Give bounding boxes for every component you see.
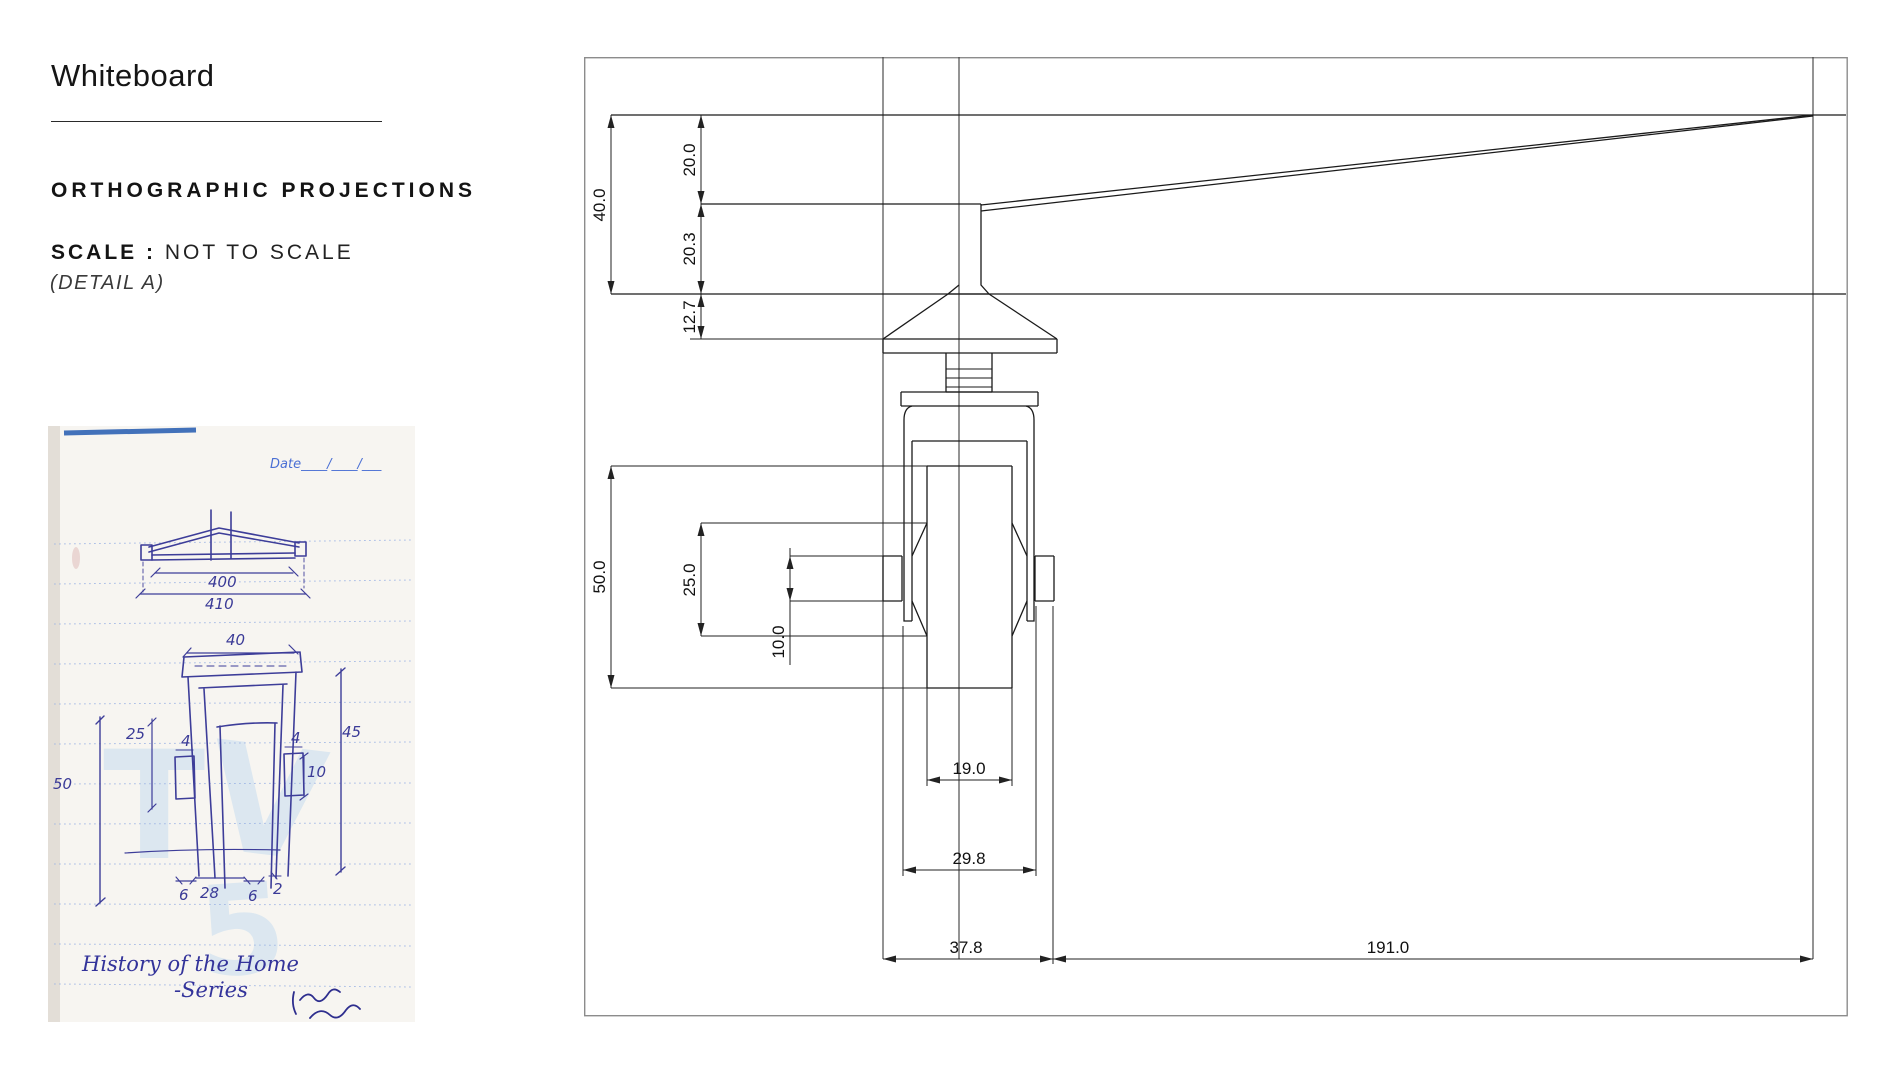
date-label: Date____/____/___ — [270, 457, 382, 472]
caption-line2: -Series — [174, 978, 248, 1002]
dim-6-right: 6 — [248, 887, 258, 905]
dim-37-8: 37.8 — [949, 938, 982, 957]
detail-note: (DETAIL A) — [50, 272, 165, 294]
dim-40-0: 40.0 — [590, 188, 609, 221]
dim-10-0: 10.0 — [769, 625, 788, 658]
dimension-lines — [610, 115, 1813, 964]
smudge — [72, 547, 80, 569]
dim-25: 25 — [126, 725, 145, 743]
scale-value: NOT TO SCALE — [164, 241, 354, 264]
dim-50-0: 50.0 — [590, 560, 609, 593]
dim-25-0: 25.0 — [680, 563, 699, 596]
svg-text:5: 5 — [193, 856, 290, 1007]
dim-4-left: 4 — [181, 732, 191, 750]
dim-20-3: 20.3 — [680, 232, 699, 265]
dimension-arrows — [607, 115, 1813, 963]
sketch-photo[interactable]: T V 5 Date____/____/___ 400 — [48, 426, 415, 1022]
dim-191-0: 191.0 — [1367, 938, 1410, 957]
dim-4-right: 4 — [291, 729, 301, 747]
bottom-scribble — [291, 988, 361, 1019]
dimension-texts: 40.0 20.0 20.3 12.7 50.0 25.0 10.0 19.0 … — [590, 143, 1409, 957]
scale-label: SCALE : — [51, 241, 156, 264]
cad-drawing[interactable]: 40.0 20.0 20.3 12.7 50.0 25.0 10.0 19.0 … — [584, 57, 1849, 1017]
section-heading: ORTHOGRAPHIC PROJECTIONS — [51, 179, 477, 202]
caption-line1: History of the Home — [81, 952, 299, 976]
sketch-photo-svg: T V 5 Date____/____/___ 400 — [48, 426, 415, 1022]
roof-sketch — [135, 509, 311, 599]
dim-19-0: 19.0 — [952, 759, 985, 778]
svg-text:T: T — [103, 720, 205, 894]
dim-410: 410 — [205, 595, 234, 613]
cad-svg: 40.0 20.0 20.3 12.7 50.0 25.0 10.0 19.0 … — [584, 57, 1848, 1017]
dim-40: 40 — [226, 631, 245, 649]
dim-10: 10 — [307, 763, 326, 781]
dim-2: 2 — [273, 880, 283, 898]
drawing-frame — [584, 57, 1848, 1017]
dim-50: 50 — [53, 775, 72, 793]
dim-28: 28 — [200, 884, 219, 902]
construction-lines — [882, 57, 1814, 959]
paper-edge — [48, 426, 60, 1022]
body-sketch — [95, 644, 346, 907]
dim-400: 400 — [208, 573, 237, 591]
dim-20-0: 20.0 — [680, 143, 699, 176]
blue-streak — [63, 427, 197, 436]
dim-29-8: 29.8 — [952, 849, 985, 868]
dim-45: 45 — [342, 723, 361, 741]
part-geometry — [611, 114, 1846, 689]
page-title: Whiteboard — [51, 58, 215, 93]
dim-12-7: 12.7 — [680, 300, 699, 333]
title-underline — [51, 121, 382, 122]
dim-6-left: 6 — [179, 886, 189, 904]
scale-row: SCALE : NOT TO SCALE — [51, 241, 354, 265]
